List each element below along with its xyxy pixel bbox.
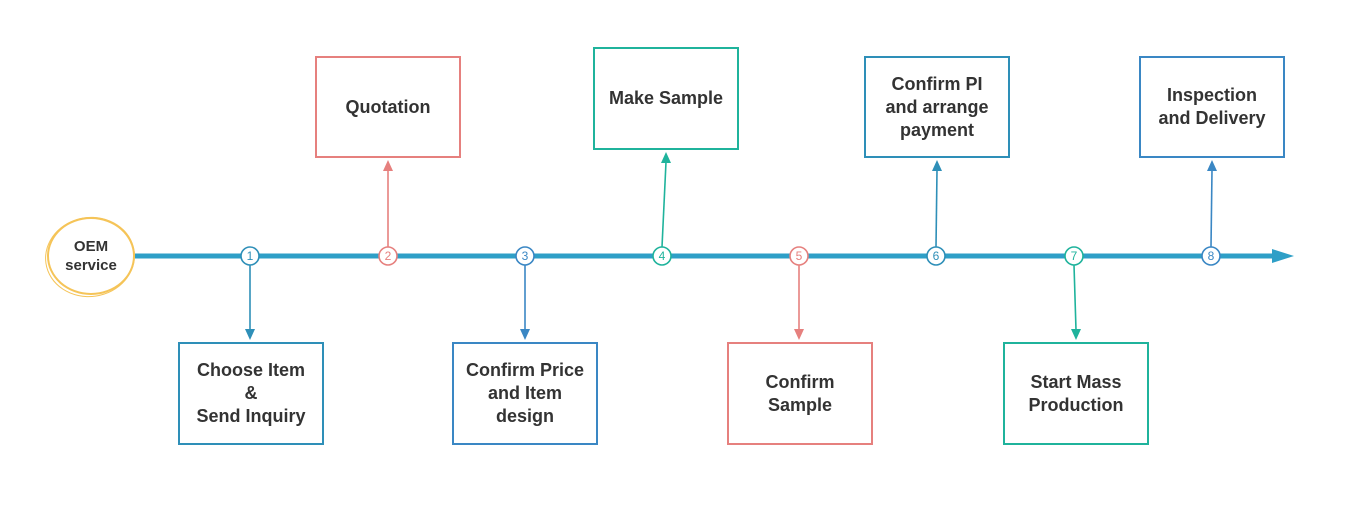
- step-label: Inspection and Delivery: [1158, 85, 1266, 128]
- step-number: 7: [1071, 249, 1078, 263]
- step-box-5: Confirm Sample: [727, 342, 873, 445]
- timeline-arrowhead: [1272, 249, 1294, 263]
- step-node-2: 2: [378, 246, 398, 266]
- arrowhead-step-4: [661, 152, 671, 163]
- step-label: Confirm Sample: [765, 371, 835, 415]
- step-node-circle: [378, 246, 398, 266]
- step-number: 5: [796, 249, 803, 263]
- step-node-circle: [652, 246, 672, 266]
- step-box-3: Confirm Price and Item design: [452, 342, 598, 445]
- step-box-7: Start Mass Production: [1003, 342, 1149, 445]
- step-box-4: Make Sample: [593, 47, 739, 150]
- step-label: Choose Item & Send Inquiry: [196, 360, 306, 426]
- arrowhead-step-2: [383, 160, 393, 171]
- step-node-circle: [1201, 246, 1221, 266]
- step-box-2: Quotation: [315, 56, 461, 158]
- step-number: 6: [933, 249, 940, 263]
- step-box-6: Confirm PI and arrange payment: [864, 56, 1010, 158]
- step-number: 3: [522, 249, 529, 263]
- step-label: Confirm PI and arrange payment: [885, 73, 989, 140]
- step-node-5: 5: [789, 246, 809, 266]
- step-number: 4: [659, 249, 666, 263]
- connector-step-8: [1210, 169, 1213, 248]
- connector-step-7: [1073, 264, 1077, 331]
- arrowhead-step-5: [794, 329, 804, 340]
- step-node-circle: [926, 246, 946, 266]
- step-node-circle: [515, 246, 535, 266]
- connector-step-6: [935, 169, 938, 248]
- step-label: Make Sample: [608, 88, 724, 108]
- arrowhead-step-6: [932, 160, 942, 171]
- step-node-circle: [240, 246, 260, 266]
- arrowhead-step-8: [1207, 160, 1217, 171]
- step-box-8: Inspection and Delivery: [1139, 56, 1285, 158]
- step-label: Quotation: [345, 96, 431, 117]
- step-label: Start Mass Production: [1028, 371, 1124, 415]
- step-label: Confirm Price and Item design: [465, 360, 585, 426]
- arrowhead-step-3: [520, 329, 530, 340]
- arrowhead-step-1: [245, 329, 255, 340]
- oem-service-start-node: OEM service: [47, 217, 135, 295]
- step-node-circle: [1064, 246, 1084, 266]
- step-node-7: 7: [1064, 246, 1084, 266]
- arrowhead-step-7: [1071, 329, 1081, 340]
- step-number: 8: [1208, 249, 1215, 263]
- start-label: OEM service: [65, 238, 117, 274]
- step-node-8: 8: [1201, 246, 1221, 266]
- connector-step-4: [661, 161, 667, 248]
- step-node-1: 1: [240, 246, 260, 266]
- step-node-circle: [789, 246, 809, 266]
- step-number: 2: [385, 249, 392, 263]
- step-node-3: 3: [515, 246, 535, 266]
- step-box-1: Choose Item & Send Inquiry: [178, 342, 324, 445]
- step-number: 1: [247, 249, 254, 263]
- step-node-6: 6: [926, 246, 946, 266]
- step-node-4: 4: [652, 246, 672, 266]
